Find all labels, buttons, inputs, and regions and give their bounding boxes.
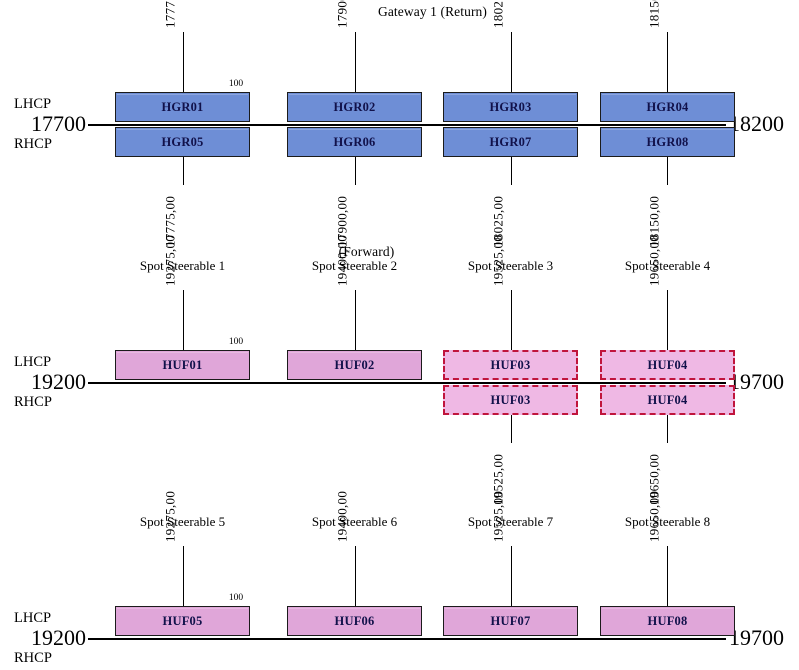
channel-box-HUF02[interactable]: HUF02 <box>287 350 422 380</box>
frequency-tick-label-top: 19525,00 <box>490 234 506 286</box>
channel-box-HUF04[interactable]: HUF04 <box>600 350 735 380</box>
beam-header-3: Spot Steerable 7 <box>467 514 554 529</box>
channel-box-lower-HUF04[interactable]: HUF04 <box>600 385 735 415</box>
polarization-label-upper: LHCP <box>14 610 52 626</box>
band-end-label: 19700 <box>729 625 784 650</box>
tick-line-top <box>511 290 512 350</box>
channel-label: HUF03 <box>490 357 531 372</box>
tick-line-bottom <box>667 157 668 185</box>
tick-line-bottom <box>667 415 668 443</box>
channel-box-lower-HGR06[interactable]: HGR06 <box>287 127 422 157</box>
frequency-tick-label-top: 19400,00 <box>334 234 350 286</box>
tick-line-top <box>183 32 184 92</box>
spectrum-axis <box>88 638 726 640</box>
tick-line-top <box>183 546 184 606</box>
channel-box-HUF06[interactable]: HUF06 <box>287 606 422 636</box>
channel-label: HGR02 <box>333 99 376 114</box>
frequency-tick-label-top: 19275,00 <box>162 490 178 542</box>
channel-label: HGR03 <box>489 99 532 114</box>
panel-subtitle: (Forward) <box>338 244 395 259</box>
frequency-tick-label-top: 19650,00 <box>646 234 662 286</box>
polarization-label-lower: RHCP <box>14 136 52 152</box>
tick-line-top <box>355 32 356 92</box>
frequency-tick-label-top: 19525,00 <box>490 490 506 542</box>
channel-label: HUF04 <box>647 392 688 407</box>
channel-label: HUF02 <box>334 357 375 372</box>
tick-line-top <box>667 290 668 350</box>
polarization-label-upper: LHCP <box>14 354 52 370</box>
tick-line-top <box>355 290 356 350</box>
band-start-label: 17700 <box>31 111 86 136</box>
polarization-label-lower: RHCP <box>14 650 52 666</box>
channel-label: HUF04 <box>647 357 688 372</box>
spectrum-axis <box>88 382 726 384</box>
channel-box-lower-HGR05[interactable]: HGR05 <box>115 127 250 157</box>
channel-box-HUF08[interactable]: HUF08 <box>600 606 735 636</box>
channel-label: HUF01 <box>162 357 203 372</box>
channel-label: HUF03 <box>490 392 531 407</box>
tick-line-bottom <box>511 415 512 443</box>
band-start-label: 19200 <box>31 625 86 650</box>
tick-line-bottom <box>355 157 356 185</box>
beam-header-2: Spot Steerable 6 <box>311 514 398 529</box>
tick-line-bottom <box>183 157 184 185</box>
beam-header-1: Spot Steerable 1 <box>139 258 226 273</box>
channel-box-HUF07[interactable]: HUF07 <box>443 606 578 636</box>
channel-label: HUF08 <box>647 613 688 628</box>
channel-box-HGR02[interactable]: HGR02 <box>287 92 422 122</box>
tick-line-bottom <box>511 157 512 185</box>
channel-label: HGR04 <box>646 99 689 114</box>
channel-box-HUF03[interactable]: HUF03 <box>443 350 578 380</box>
tick-line-top <box>667 32 668 92</box>
frequency-tick-label-top: 17900,00 <box>334 0 350 28</box>
channel-label: HGR07 <box>489 134 532 149</box>
channel-label: HGR01 <box>161 99 204 114</box>
bandwidth-label: 100 <box>228 337 244 347</box>
beam-header-3: Spot Steerable 3 <box>467 258 554 273</box>
polarization-label-upper: LHCP <box>14 96 52 112</box>
channel-label: HGR08 <box>646 134 689 149</box>
beam-header-1: Spot Steerable 5 <box>139 514 226 529</box>
tick-line-top <box>667 546 668 606</box>
channel-box-HUF01[interactable]: HUF01 <box>115 350 250 380</box>
beam-header-4: Spot Steerable 4 <box>624 258 711 273</box>
tick-line-top <box>511 32 512 92</box>
frequency-tick-label-top: 17775,00 <box>162 0 178 28</box>
channel-box-lower-HUF03[interactable]: HUF03 <box>443 385 578 415</box>
frequency-tick-label-top: 18150,00 <box>646 0 662 28</box>
channel-label: HUF05 <box>162 613 203 628</box>
band-start-label: 19200 <box>31 369 86 394</box>
channel-label: HUF06 <box>334 613 375 628</box>
channel-label: HGR06 <box>333 134 376 149</box>
channel-box-lower-HGR08[interactable]: HGR08 <box>600 127 735 157</box>
channel-label: HGR05 <box>161 134 204 149</box>
channel-box-HGR01[interactable]: HGR01 <box>115 92 250 122</box>
tick-line-top <box>355 546 356 606</box>
beam-header-4: Spot Steerable 8 <box>624 514 711 529</box>
panel-title: Gateway 1 (Return) <box>377 4 488 19</box>
band-end-label: 18200 <box>729 111 784 136</box>
channel-box-HGR04[interactable]: HGR04 <box>600 92 735 122</box>
channel-box-HUF05[interactable]: HUF05 <box>115 606 250 636</box>
polarization-label-lower: RHCP <box>14 394 52 410</box>
channel-box-HGR03[interactable]: HGR03 <box>443 92 578 122</box>
bandwidth-label: 100 <box>228 593 244 603</box>
beam-header-2: Spot Steerable 2 <box>311 258 398 273</box>
frequency-tick-label-top: 19275,00 <box>162 234 178 286</box>
frequency-tick-label-top: 18025,00 <box>490 0 506 28</box>
tick-line-top <box>183 290 184 350</box>
spectrum-axis <box>88 124 726 126</box>
frequency-tick-label-top: 19400,00 <box>334 490 350 542</box>
channel-box-lower-HGR07[interactable]: HGR07 <box>443 127 578 157</box>
band-end-label: 19700 <box>729 369 784 394</box>
tick-line-top <box>511 546 512 606</box>
channel-label: HUF07 <box>490 613 531 628</box>
bandwidth-label: 100 <box>228 79 244 89</box>
frequency-tick-label-top: 19650,00 <box>646 490 662 542</box>
